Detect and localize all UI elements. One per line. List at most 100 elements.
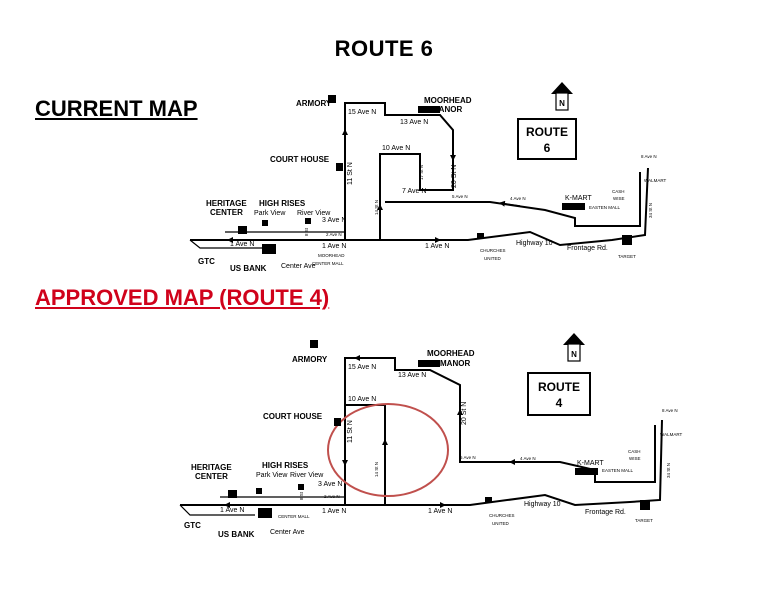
- route-line-main: [190, 167, 649, 247]
- street-label: 15 Ave N: [348, 109, 376, 116]
- route-line-new: [345, 404, 386, 505]
- svg-text:N: N: [559, 99, 565, 108]
- target-label: TARGET: [618, 254, 636, 259]
- street-label: 1 Ave N: [230, 241, 254, 248]
- street-label: 8 St: [304, 227, 309, 236]
- cash-wise-label: CASH: [628, 449, 641, 454]
- easten-mall-label: EASTEN MALL: [589, 205, 621, 210]
- armory-marker: [310, 340, 318, 348]
- churches-united-marker: [485, 497, 492, 503]
- court-house-marker: [336, 163, 343, 171]
- street-label: Highway 10: [516, 240, 553, 247]
- center-mall-label: CENTER MALL: [278, 514, 310, 519]
- street-label: 2 Ave N: [324, 494, 340, 499]
- street-label: 7 Ave N: [402, 188, 426, 195]
- heritage-center-label: CENTER: [195, 472, 228, 481]
- street-label: 34 St N: [648, 203, 653, 218]
- moorhead-center-mall-label: MOORHEAD: [318, 253, 345, 258]
- page-title: ROUTE 6: [334, 36, 434, 61]
- street-label: 13 Ave N: [398, 372, 426, 379]
- moorhead-manor-label: MANOR: [432, 105, 462, 114]
- street-label: Highway 10: [524, 501, 561, 508]
- route-line-return: [385, 172, 641, 227]
- street-label: 8 Ave N: [662, 408, 678, 413]
- us-bank-label: US BANK: [230, 264, 267, 273]
- churches-united-label: UNITED: [484, 256, 502, 261]
- heritage-center-marker: [238, 226, 247, 234]
- park-view-label: Park View: [256, 472, 288, 479]
- moorhead-manor-marker: [418, 360, 440, 367]
- moorhead-center-mall-label: CENTER MALL: [312, 261, 344, 266]
- street-label: 15 Ave N: [348, 364, 376, 371]
- svg-text:ROUTE: ROUTE: [526, 125, 568, 139]
- approved-map-title: APPROVED MAP (ROUTE 4): [35, 285, 330, 310]
- highlight-circle: [327, 403, 449, 497]
- target-label: TARGET: [635, 518, 653, 523]
- walmart-label: WALMART: [644, 178, 667, 183]
- direction-arrow: [499, 200, 521, 207]
- us-bank-label: US BANK: [218, 530, 255, 539]
- street-label: 1 Ave N: [220, 507, 244, 514]
- route-line-main: [180, 419, 663, 507]
- svg-text:4: 4: [556, 396, 563, 410]
- moorhead-manor-marker: [418, 106, 440, 113]
- cash-wise-label: WISE: [629, 456, 641, 461]
- street-label: Frontage Rd.: [585, 509, 626, 516]
- svg-text:N: N: [571, 350, 577, 359]
- us-bank-marker: [258, 508, 272, 518]
- high-rises-label: HIGH RISES: [259, 199, 306, 208]
- street-label: 8 Ave N: [641, 154, 657, 159]
- route-line-loop: [344, 102, 454, 240]
- svg-text:6: 6: [544, 141, 551, 155]
- heritage-center-label: HERITAGE: [206, 199, 247, 208]
- armory-label: ARMORY: [292, 355, 328, 364]
- churches-united-label: CHURCHES: [489, 513, 515, 518]
- heritage-center-marker: [228, 490, 237, 498]
- churches-united-marker: [477, 233, 484, 239]
- gtc-label: GTC: [198, 257, 215, 266]
- center-ave-label: Center Ave: [270, 529, 305, 536]
- street-label: 1 Ave N: [425, 243, 449, 250]
- target-marker: [640, 500, 650, 510]
- river-view-label: River View: [290, 472, 324, 479]
- street-label: 3 Ave N: [318, 481, 342, 488]
- park-view-label: Park View: [254, 210, 286, 217]
- river-view-marker: [298, 484, 304, 490]
- svg-text:ROUTE: ROUTE: [538, 380, 580, 394]
- park-view-marker: [256, 488, 262, 494]
- street-label: 4 Ave N: [510, 196, 526, 201]
- street-label: 11 St N: [347, 420, 354, 443]
- moorhead-manor-label: MOORHEAD: [427, 349, 475, 358]
- court-house-label: COURT HOUSE: [263, 412, 323, 421]
- heritage-center-label: HERITAGE: [191, 463, 232, 472]
- current-map-title: CURRENT MAP: [35, 96, 198, 121]
- street-label: 1 Ave N: [322, 243, 346, 250]
- gtc-label: GTC: [184, 521, 201, 530]
- churches-united-label: CHURCHES: [480, 248, 506, 253]
- court-house-marker: [334, 418, 341, 426]
- street-label: 13 Ave N: [400, 119, 428, 126]
- street-label: 8 St: [299, 491, 304, 500]
- route-box: ROUTE 4: [527, 372, 591, 416]
- moorhead-manor-label: MANOR: [440, 359, 470, 368]
- cash-wise-label: WISE: [613, 196, 625, 201]
- center-ave-label: Center Ave: [281, 263, 316, 270]
- kmart-label: K-MART: [565, 195, 592, 202]
- heritage-center-label: CENTER: [210, 208, 243, 217]
- easten-mall-label: EASTEN MALL: [602, 468, 634, 473]
- street-label: 2 Ave N: [326, 232, 342, 237]
- route-line-spur: [179, 496, 345, 516]
- current-map: N ROUTE 6 ARMORY MOORHEAD MANOR COURT HO…: [189, 82, 667, 273]
- street-label: 20 St N: [451, 165, 458, 188]
- cash-wise-label: CASH: [612, 189, 625, 194]
- street-label: 4 Ave N: [520, 456, 536, 461]
- street-label: 3 Ave N: [322, 217, 346, 224]
- route-line-return: [344, 357, 656, 505]
- street-label: 5 Ave N: [460, 455, 476, 460]
- street-label: Frontage Rd.: [567, 245, 608, 252]
- north-arrow-icon: N: [551, 82, 573, 111]
- river-view-label: River View: [297, 210, 331, 217]
- walmart-label: WALMART: [660, 432, 683, 437]
- us-bank-marker: [262, 244, 276, 254]
- moorhead-manor-label: MOORHEAD: [424, 96, 472, 105]
